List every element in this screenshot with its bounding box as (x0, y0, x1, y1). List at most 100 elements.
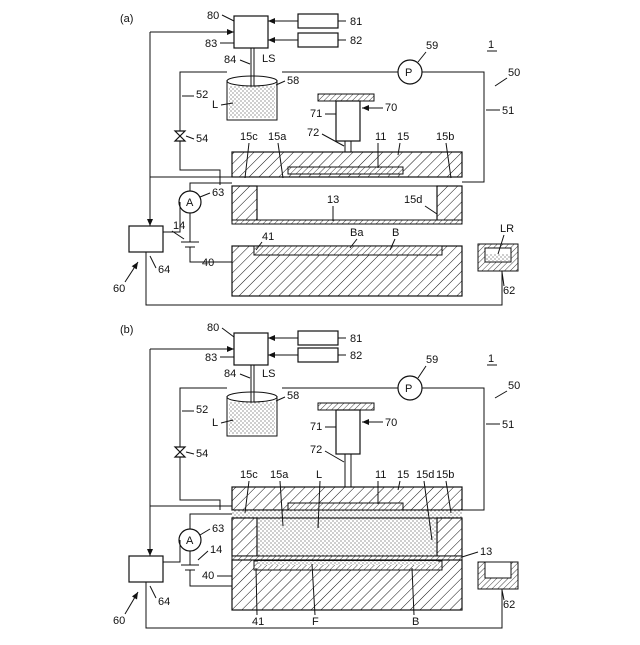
liquid-l (229, 86, 275, 118)
label-14: 14 (173, 220, 185, 232)
label-52: 52 (196, 404, 208, 416)
label-84: 84 (224, 368, 236, 380)
leader-60 (125, 592, 138, 614)
leader (418, 366, 426, 378)
wire-63 (190, 514, 232, 529)
device-81 (298, 331, 338, 345)
ammeter-label: A (186, 197, 194, 209)
device-82 (298, 348, 338, 362)
label-54: 54 (196, 448, 208, 460)
label-40: 40 (202, 257, 214, 269)
label-72: 72 (307, 127, 319, 139)
liquid-channel (232, 510, 462, 518)
press-base (318, 403, 374, 410)
leader (200, 529, 210, 535)
label-15a: 15a (268, 131, 287, 143)
label-71: 71 (310, 108, 322, 120)
controller-64 (129, 556, 163, 582)
panel-tag: (a) (120, 13, 133, 25)
label-81: 81 (350, 333, 362, 345)
device-81 (298, 14, 338, 28)
wall-15c (232, 518, 257, 556)
label-82: 82 (350, 35, 362, 47)
liquid-l-chamber (257, 518, 437, 556)
label-14: 14 (210, 544, 222, 556)
label-b: B (412, 616, 419, 628)
leader (186, 136, 194, 139)
label-59: 59 (426, 40, 438, 52)
label-f: F (312, 616, 319, 628)
label-54: 54 (196, 133, 208, 145)
beaker-rim (227, 392, 277, 402)
container-62-inner (485, 562, 511, 578)
label-ba: Ba (350, 227, 364, 239)
controller-83 (234, 333, 268, 365)
label-83: 83 (205, 352, 217, 364)
label-15: 15 (397, 469, 409, 481)
label-51: 51 (502, 419, 514, 431)
label-15b: 15b (436, 469, 454, 481)
label-63: 63 (212, 187, 224, 199)
label-71: 71 (310, 421, 322, 433)
pump-label: P (405, 67, 412, 79)
label-80: 80 (207, 322, 219, 334)
device-82 (298, 33, 338, 47)
leader (462, 552, 478, 557)
label-11: 11 (375, 469, 386, 481)
label-81: 81 (350, 16, 362, 28)
label-b: B (392, 227, 399, 239)
label-62: 62 (503, 599, 515, 611)
label-1: 1 (488, 353, 494, 365)
label-58: 58 (287, 390, 299, 402)
label-63: 63 (212, 523, 224, 535)
label-72: 72 (310, 444, 322, 456)
label-1: 1 (488, 39, 494, 51)
label-15d: 15d (416, 469, 434, 481)
label-70: 70 (385, 102, 397, 114)
label-11: 11 (375, 131, 386, 143)
label-82: 82 (350, 350, 362, 362)
label-84: 84 (224, 54, 236, 66)
liquid-l (229, 402, 275, 434)
label-50: 50 (508, 380, 520, 392)
leader (198, 551, 208, 560)
wire-63 (190, 183, 232, 191)
label-ls: LS (262, 368, 275, 380)
press-71 (336, 410, 360, 454)
film-f (258, 561, 438, 565)
label-13: 13 (480, 546, 492, 558)
leader (240, 60, 250, 64)
leader (150, 256, 156, 268)
label-l: L (212, 99, 218, 111)
label-58: 58 (287, 75, 299, 87)
label-15b: 15b (436, 131, 454, 143)
label-ls: LS (262, 53, 275, 65)
label-59: 59 (426, 354, 438, 366)
label-60: 60 (113, 615, 125, 627)
wall-15b (437, 186, 462, 221)
beaker-rim (227, 76, 277, 86)
wall-15b (437, 518, 462, 556)
leader (425, 206, 437, 214)
window-11 (288, 503, 403, 510)
label-15c: 15c (240, 469, 258, 481)
leader (418, 52, 426, 62)
valve-54 (175, 447, 185, 457)
leader (222, 328, 234, 337)
leader (186, 452, 194, 454)
leader (495, 78, 507, 86)
panel-b: (b) 80 81 82 83 LS 84 58 L P 59 1 (113, 322, 520, 628)
label-83: 83 (205, 38, 217, 50)
controller-64 (129, 226, 163, 252)
label-15c: 15c (240, 131, 258, 143)
label-lr: LR (500, 223, 514, 235)
press-71 (336, 101, 360, 141)
label-51: 51 (502, 105, 514, 117)
controller-83 (234, 16, 268, 48)
panel-tag: (b) (120, 324, 133, 336)
label-41: 41 (252, 616, 264, 628)
press-base (318, 94, 374, 101)
wire-63-64 (163, 540, 180, 562)
label-15d: 15d (404, 194, 422, 206)
